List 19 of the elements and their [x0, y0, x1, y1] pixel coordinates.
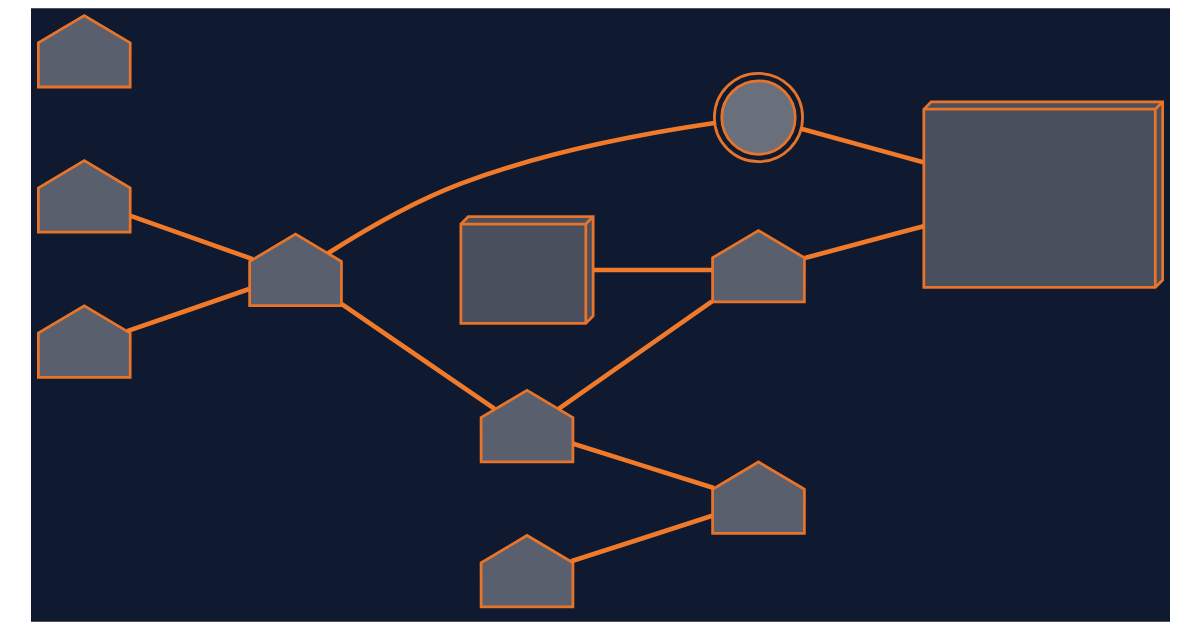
node-building: [36, 304, 132, 379]
node-building: [479, 533, 574, 609]
connector: [803, 224, 924, 261]
connector: [556, 299, 713, 411]
node-building: [247, 232, 343, 307]
node-building: [710, 460, 806, 535]
connector: [340, 302, 496, 411]
node-building: [36, 159, 132, 234]
connector: [800, 126, 924, 165]
node-gear: [712, 72, 804, 163]
connector: [125, 286, 250, 334]
connector: [326, 120, 715, 256]
connector: [569, 513, 713, 564]
connector: [572, 441, 715, 491]
node-building: [710, 228, 806, 304]
connector: [129, 213, 254, 262]
connector: [593, 267, 712, 273]
node-building: [36, 13, 132, 89]
node-building: [479, 388, 574, 464]
